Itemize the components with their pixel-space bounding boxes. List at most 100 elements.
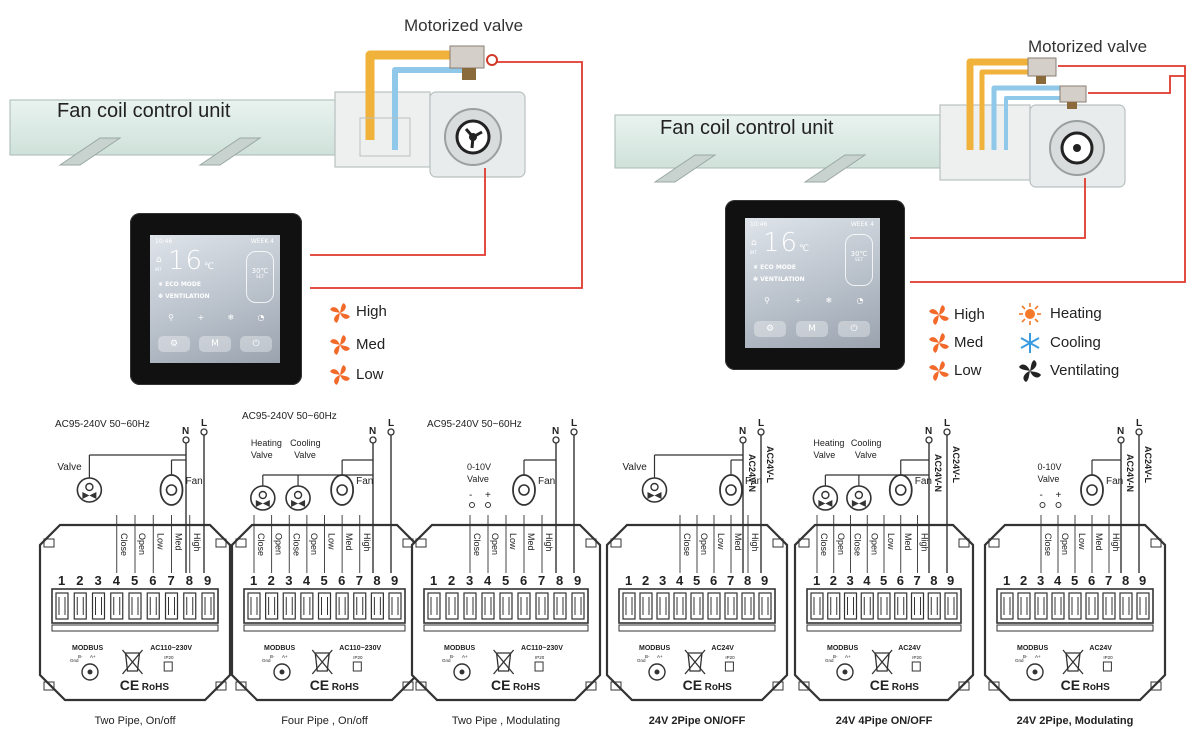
snowflake-icon[interactable]: ❄ xyxy=(227,313,235,322)
plus-icon[interactable]: + xyxy=(794,296,802,305)
modulating-valve-label: 0-10V xyxy=(1038,462,1062,472)
terminal-screw xyxy=(73,592,87,620)
ce-mark: CE xyxy=(491,677,510,693)
mode-icon: M xyxy=(211,339,219,349)
fan-speed-icon[interactable]: ⚲ xyxy=(168,313,174,322)
modbus-label: MODBUS xyxy=(827,645,858,652)
terminal-function-label: High xyxy=(750,533,760,552)
terminal-function-label: Open xyxy=(274,533,284,555)
valve-label: Valve xyxy=(57,462,82,473)
mount-tab xyxy=(772,538,784,548)
terminal-number: 8 xyxy=(744,573,751,588)
weee-bin-icon xyxy=(124,652,141,672)
terminal-number: 7 xyxy=(727,573,734,588)
modbus-pin xyxy=(87,669,93,675)
terminal-number: 1 xyxy=(430,573,437,588)
terminal-screw xyxy=(164,592,179,620)
terminal-screw xyxy=(1051,592,1065,620)
settings-button[interactable]: ⚙ xyxy=(158,336,190,352)
terminal-number: 4 xyxy=(303,573,311,588)
modbus-pin xyxy=(279,669,285,675)
fan-label: Fan xyxy=(745,476,762,487)
terminal-screw xyxy=(673,592,687,620)
supply-rating: AC110~230V xyxy=(339,645,381,652)
terminal-number: 7 xyxy=(538,573,545,588)
modbus-label: MODBUS xyxy=(72,645,103,652)
cooling-valve-symbol xyxy=(846,485,872,511)
mode-button[interactable]: M xyxy=(199,336,231,352)
terminal-function-label: Med xyxy=(733,533,743,551)
modbus-connector xyxy=(273,663,291,681)
neutral-label: N xyxy=(182,426,189,437)
terminal-number: 2 xyxy=(448,573,455,588)
power-button[interactable]: ⏻ xyxy=(240,336,272,352)
live-label: L xyxy=(758,418,764,429)
home-icon: ⌂ xyxy=(156,255,162,265)
set-temperature-box[interactable]: 30℃ SET xyxy=(246,251,274,303)
modbus-label: MODBUS xyxy=(444,645,475,652)
eco-mode-row: ❦ ECO MODE xyxy=(753,264,796,271)
snowflake-icon[interactable]: ❄ xyxy=(825,296,833,305)
terminal-screw xyxy=(463,592,477,620)
ip-icon xyxy=(911,661,921,672)
power-button[interactable]: ⏻ xyxy=(838,321,870,337)
terminal-screw xyxy=(707,592,721,620)
set-temperature-box[interactable]: 30℃ SET xyxy=(845,234,873,286)
diagram-caption: 24V 2Pipe, Modulating xyxy=(1017,715,1134,727)
ac24-n-label: AC24V-N xyxy=(933,454,943,492)
fan-speed-icon[interactable]: ⚲ xyxy=(764,296,770,305)
terminal-screw xyxy=(910,592,925,620)
plus-icon[interactable]: + xyxy=(197,313,205,322)
eco-mode-row: ❦ ECO MODE xyxy=(158,281,201,288)
mode-button[interactable]: M xyxy=(796,321,828,337)
terminal-screw xyxy=(810,592,824,620)
terminal-screw xyxy=(843,592,858,620)
terminal-function-label: Close xyxy=(1043,533,1053,556)
modbus-terminal: A+ xyxy=(462,654,468,659)
terminal-screw xyxy=(927,592,941,620)
terminal-function-label: High xyxy=(920,533,930,552)
indoor-label: INT xyxy=(155,267,162,272)
terminal-number: 9 xyxy=(947,573,954,588)
cooling-valve-label: Cooling xyxy=(290,438,321,448)
terminal-number: 6 xyxy=(710,573,717,588)
terminal-function-label: High xyxy=(192,533,202,552)
ip-icon xyxy=(352,661,362,672)
mount-tab xyxy=(988,681,1000,691)
terminal-number: 3 xyxy=(466,573,473,588)
gear-icon: ⚙ xyxy=(765,324,775,334)
modbus-terminal: A+ xyxy=(1035,654,1041,659)
terminal-number: 5 xyxy=(880,573,887,588)
clock-time: 10:46 xyxy=(750,221,768,228)
terminal-base-line xyxy=(243,624,406,632)
minus-label: - xyxy=(469,490,472,501)
neutral-label: N xyxy=(552,426,559,437)
terminal-screw xyxy=(427,592,441,620)
ac24-l-label: AC24V-L xyxy=(1143,446,1153,484)
terminal-number: 8 xyxy=(1122,573,1129,588)
terminal-screw xyxy=(146,592,160,620)
rohs-mark: RoHS xyxy=(705,682,733,693)
leaf-icon: ❦ xyxy=(158,281,166,288)
terminal-number: 2 xyxy=(830,573,837,588)
diagram-caption: Four Pipe , On/off xyxy=(281,715,369,727)
terminal-function-label: Low xyxy=(1077,533,1087,550)
valve-label: Valve xyxy=(623,462,648,473)
terminal-number: 8 xyxy=(373,573,380,588)
terminal-screw xyxy=(91,592,106,620)
indoor-label: INT xyxy=(750,250,757,255)
modbus-terminal: B- xyxy=(270,654,275,659)
legend-high-left: High xyxy=(356,303,387,320)
modbus-connector xyxy=(836,663,854,681)
terminal-number: 9 xyxy=(204,573,211,588)
fan-low-icon xyxy=(330,365,350,385)
settings-button[interactable]: ⚙ xyxy=(754,321,786,337)
terminal-screw xyxy=(894,592,908,620)
fan-symbol xyxy=(719,474,743,506)
mount-tab xyxy=(610,681,622,691)
terminal-screw xyxy=(517,592,531,620)
timer-icon[interactable]: ◔ xyxy=(856,296,864,305)
timer-icon[interactable]: ◔ xyxy=(257,313,265,322)
legend-icons-right xyxy=(929,303,1041,382)
